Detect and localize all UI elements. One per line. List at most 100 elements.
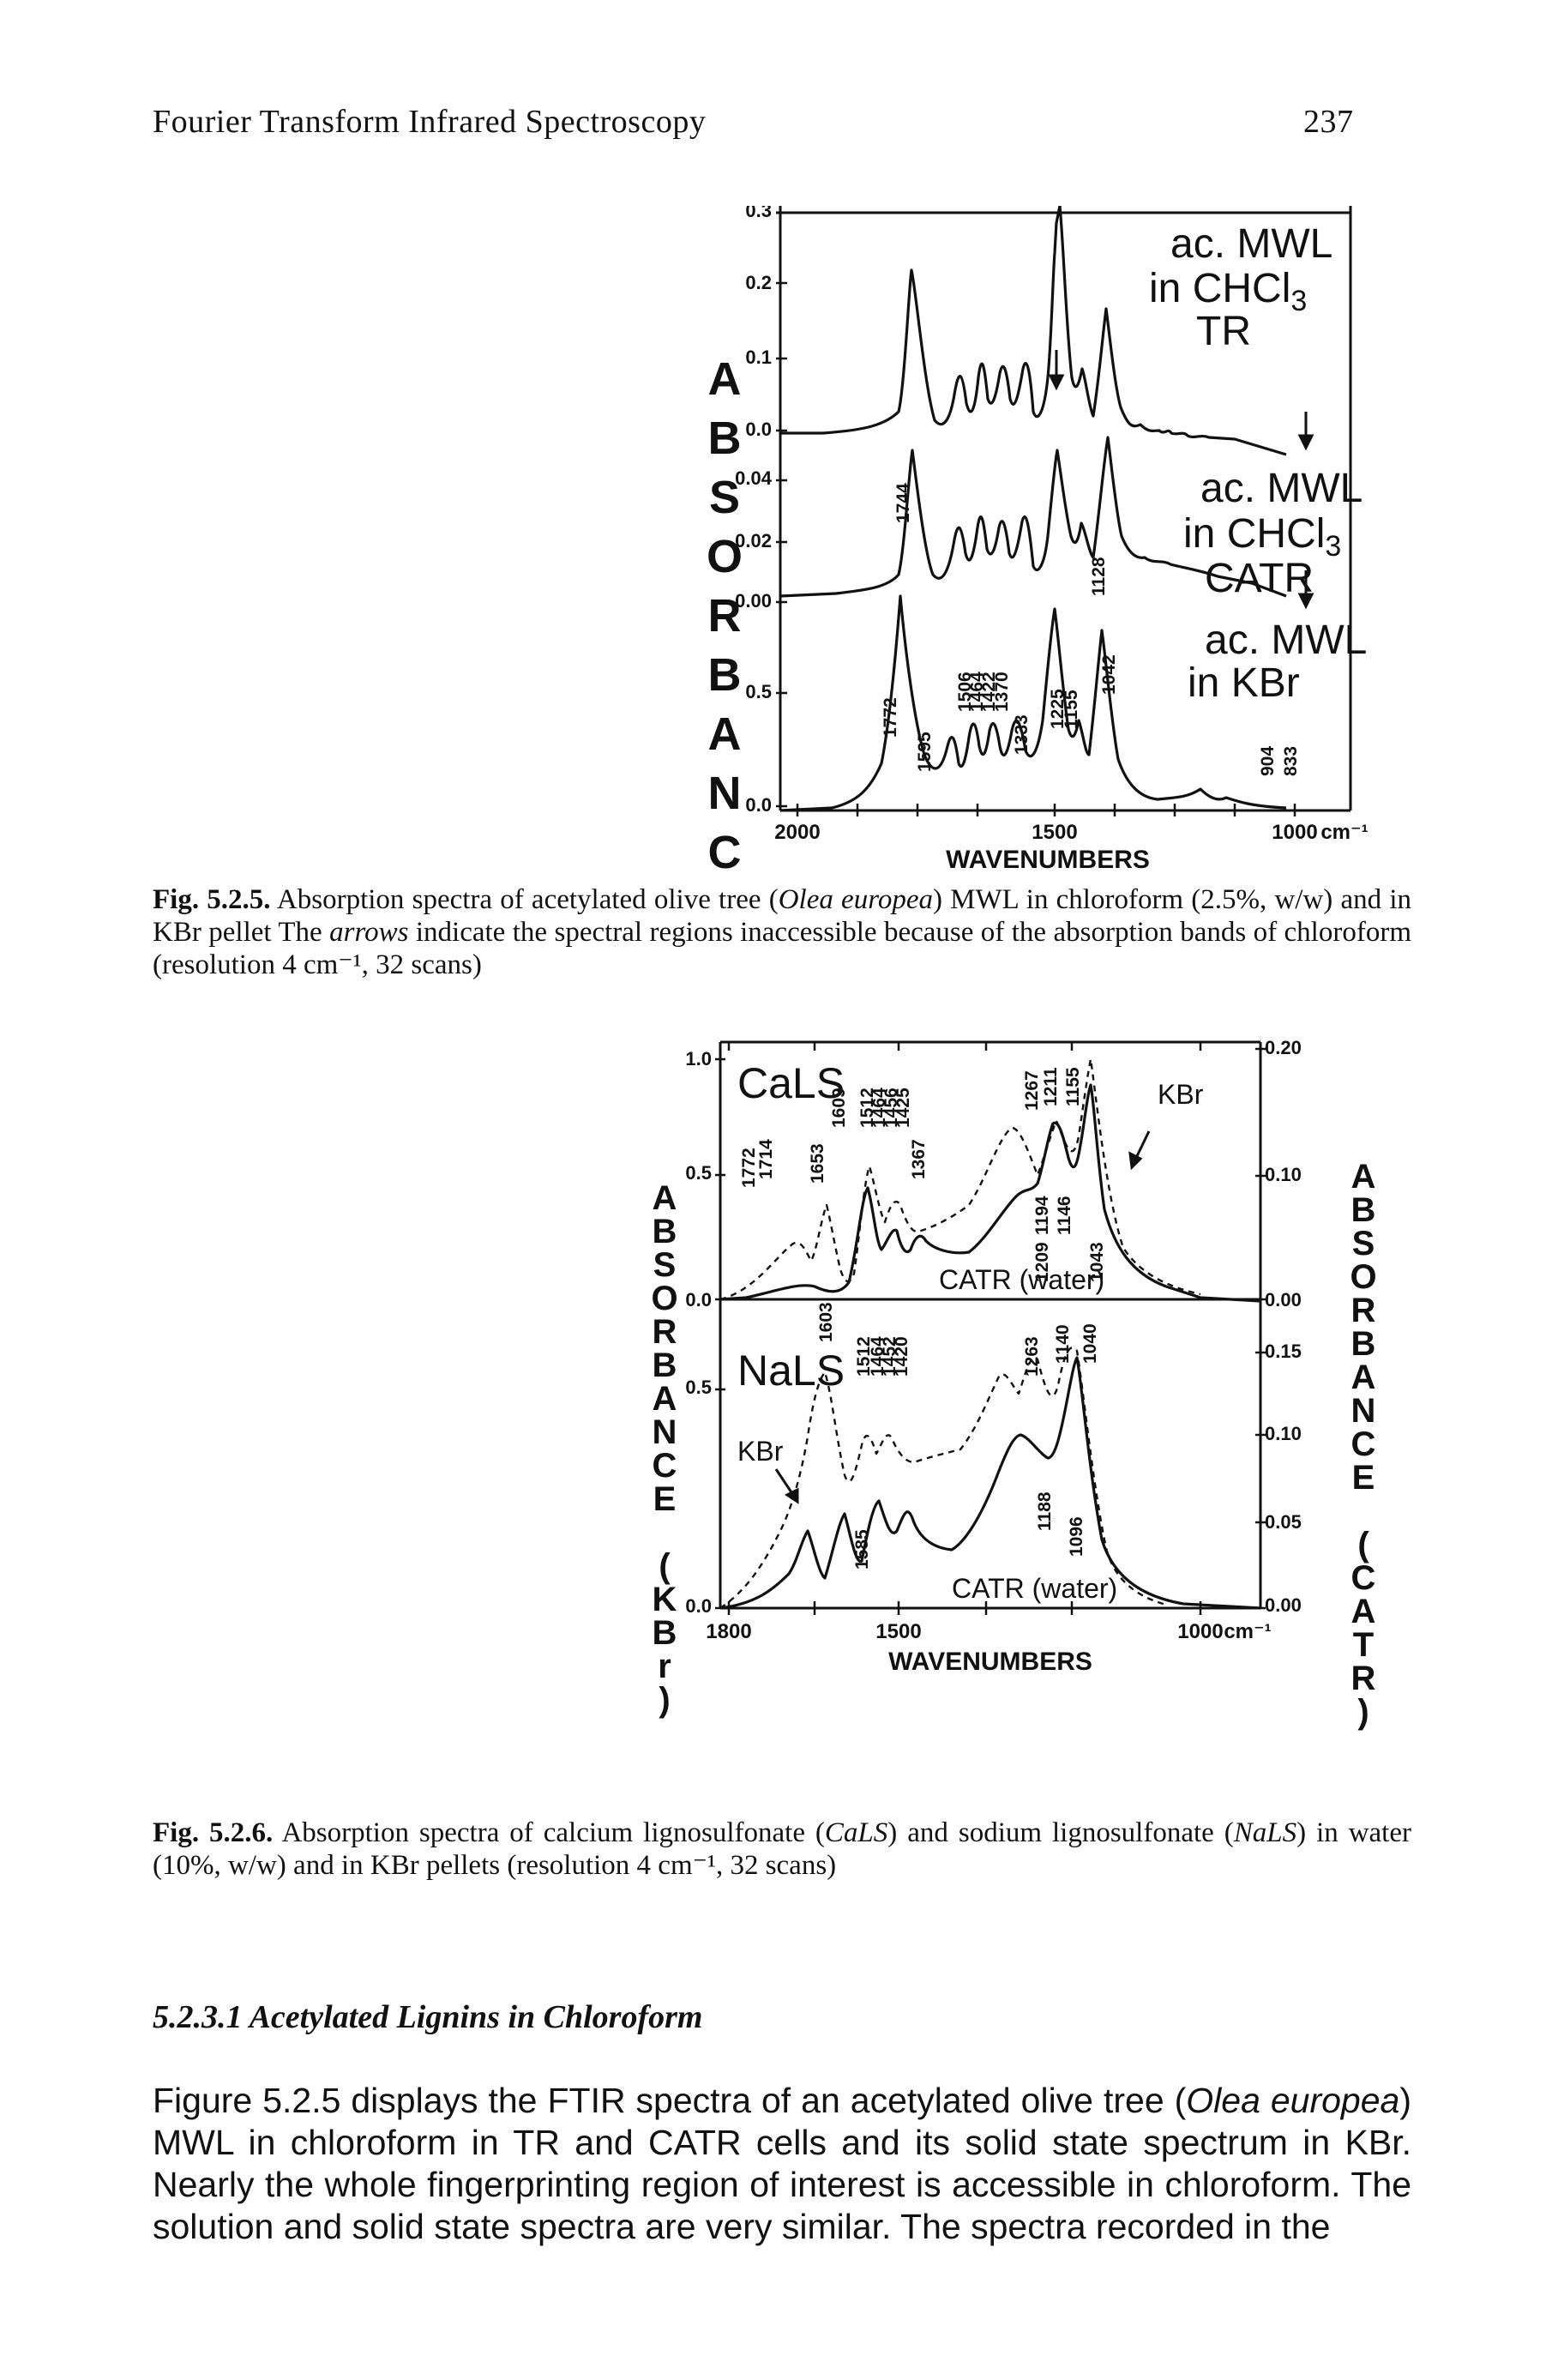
axis-title-letter: R	[1351, 1292, 1376, 1329]
f1-spectrum-tr	[780, 204, 1287, 456]
band-label: 1140	[1053, 1324, 1073, 1364]
f2-ytick-right: 0.20	[1265, 1037, 1302, 1058]
axis-title-letter: O	[651, 1280, 677, 1317]
axis-title-letter: A	[1351, 1593, 1376, 1630]
band-label: 1188	[1035, 1491, 1055, 1531]
axis-title-letter: R	[653, 1313, 677, 1351]
f1-label-catr-line1: ac. MWL	[1200, 466, 1363, 511]
axis-title-letter: A	[708, 708, 742, 760]
band-label: 1155	[1063, 1067, 1083, 1106]
f1-band-labels: 1772174415951506146414221370133312251155…	[881, 483, 1301, 776]
axis-title-letter: N	[708, 768, 742, 819]
f2-ytick-right: 0.00	[1265, 1594, 1302, 1616]
axis-title-letter: A	[1351, 1359, 1376, 1396]
band-label: 1512	[857, 1088, 877, 1128]
axis-title-letter: R	[1351, 1660, 1376, 1697]
f2-kbr-label-bottom: KBr	[737, 1436, 784, 1467]
axis-title-letter: E	[1352, 1459, 1375, 1497]
f1-arrow-head	[1048, 374, 1065, 391]
f1-xlabel: WAVENUMBERS	[946, 846, 1150, 874]
band-label: 1452	[880, 1336, 899, 1377]
band-label: 1653	[808, 1143, 827, 1184]
f2-ytick-left: 0.0	[685, 1595, 712, 1617]
f2-ytick-right: 0.10	[1265, 1423, 1302, 1444]
band-label: 1714	[756, 1139, 776, 1179]
axis-title-letter: B	[708, 649, 742, 701]
running-title: Fourier Transform Infrared Spectroscopy	[153, 104, 707, 140]
f1-label-tr-line1: ac. MWL	[1170, 221, 1332, 267]
f1-label-tr-line3: TR	[1196, 309, 1251, 354]
band-label: 1420	[892, 1336, 911, 1377]
f2-panel-label-nals: NaLS	[737, 1347, 845, 1395]
axis-title-letter: N	[1351, 1392, 1376, 1430]
f2-ytick-right: 0.00	[1265, 1289, 1302, 1311]
band-label: 1194	[1032, 1196, 1052, 1235]
axis-title-letter: B	[708, 413, 742, 464]
band-label: 833	[1281, 746, 1301, 776]
f1-label-kbr-line2: in KBr	[1188, 660, 1300, 706]
page-number: 237	[1303, 104, 1354, 140]
f2-xtick: 1000	[1177, 1620, 1223, 1643]
axis-title-letter: A	[653, 1380, 677, 1418]
axis-title-letter: B	[653, 1213, 677, 1250]
band-label: 1043	[1087, 1242, 1107, 1282]
f1-axes	[776, 206, 1352, 812]
f2-ytick-right: 0.10	[1265, 1164, 1302, 1185]
band-label: 1744	[893, 483, 913, 523]
band-label: 1367	[909, 1139, 929, 1179]
f1-label-catr-line2: in CHCl3	[1183, 511, 1341, 563]
axis-title-letter: A	[708, 353, 742, 405]
f2-kbr-arrow-head	[785, 1487, 799, 1504]
band-label: 1772	[881, 697, 900, 738]
band-label: 1512	[854, 1336, 874, 1377]
axis-title-letter: C	[1351, 1559, 1376, 1597]
f1-ytick: 0.1	[745, 346, 772, 368]
section-heading: 5.2.3.1 Acetylated Lignins in Chloroform	[153, 1999, 703, 2035]
f1-ytick: 0.3	[745, 206, 772, 221]
band-label: 1464	[869, 1088, 889, 1128]
f2-nals-catr-spectrum	[719, 1356, 1261, 1610]
f1-arrow-head	[1297, 434, 1314, 451]
figure-1-caption: Fig. 5.2.5. Absorption spectra of acetyl…	[153, 884, 1412, 980]
f1-ytick: 0.0	[745, 419, 772, 440]
band-label: 1425	[893, 1088, 913, 1128]
band-label: 1211	[1041, 1067, 1061, 1106]
f2-ytick-left: 1.0	[685, 1048, 712, 1069]
band-label: 1042	[1099, 654, 1119, 695]
band-label: 1456	[881, 1088, 901, 1128]
f1-tick-marks	[776, 211, 1296, 816]
f1-spectrum-catr	[779, 436, 1287, 598]
axis-title-letter: C	[1351, 1425, 1376, 1463]
band-label: 1506	[955, 672, 975, 712]
band-label: 1464	[868, 1336, 887, 1377]
band-label: 1422	[979, 672, 999, 712]
f2-kbr-arrow-top	[1134, 1130, 1151, 1159]
axis-title-letter: A	[1351, 1158, 1376, 1196]
f2-ytick-left: 0.5	[685, 1377, 712, 1398]
f2-ytick-left: 0.0	[685, 1289, 712, 1311]
band-label: 1603	[816, 1302, 836, 1342]
f1-ytick: 0.04	[735, 467, 773, 489]
f2-tick-marks	[715, 1042, 1266, 1615]
f2-kbr-label-top: KBr	[1158, 1079, 1204, 1110]
f2-ytick-left: 0.5	[685, 1162, 712, 1184]
band-label: 1263	[1022, 1336, 1042, 1377]
axis-title-letter: R	[708, 590, 742, 642]
f2-xtick: 1800	[706, 1620, 751, 1643]
band-label: 1146	[1055, 1196, 1074, 1235]
band-label: 1225	[1048, 689, 1068, 729]
band-label: 1267	[1022, 1070, 1042, 1111]
axis-title-letter: )	[659, 1681, 670, 1719]
band-label: 1096	[1067, 1516, 1086, 1557]
axis-title-letter: E	[653, 1480, 677, 1518]
axis-title-letter: S	[653, 1246, 677, 1284]
f2-xtick: 1500	[875, 1620, 921, 1643]
f2-cals-kbr-spectrum	[719, 1057, 1201, 1301]
band-label: 1585	[852, 1529, 872, 1570]
axis-title-letter: S	[1352, 1225, 1375, 1262]
